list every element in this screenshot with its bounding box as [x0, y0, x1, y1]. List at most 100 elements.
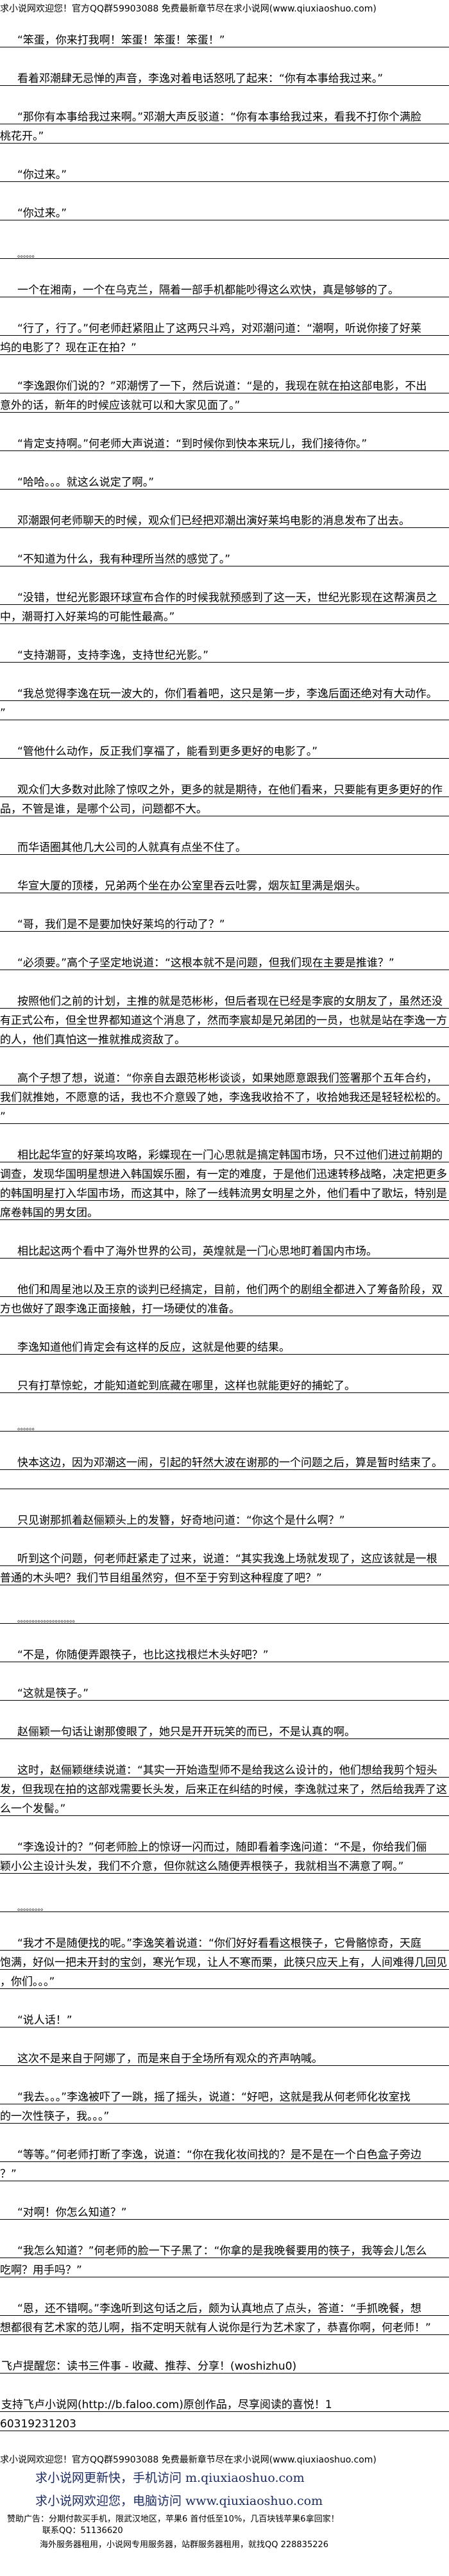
paragraph: “李逸跟你们说的？”邓潮愣了一下，然后说道：“是的，我现在就在拍这部电影，不出意…	[0, 374, 449, 413]
text-line: “行了，行了。”何老师赶紧阻止了这两只斗鸡，对邓潮问道：“潮啊，听说你接了好莱	[0, 317, 449, 336]
paragraph: 而华语圈其他几大公司的人就真有点坐不住了。	[0, 836, 449, 855]
chapter-content: “笨蛋，你来打我啊！笨蛋！笨蛋！笨蛋！” 看着邓潮肆无忌惮的声音，李逸对着电话怒吼…	[0, 28, 449, 2431]
paragraph: 快本这边，因为邓潮这一闹，引起的轩然大波在谢那的一个问题之后，算是暂时结束了。	[0, 1451, 449, 1489]
text-line: 调查，发现华国明星想进入韩国娱乐圈，有一定的难度，于是他们迅速转移战略，决定把更…	[0, 1162, 449, 1182]
text-line: 华宣大厦的顶楼，兄弟两个坐在办公室里吞云吐雾，烟灰缸里满是烟头。	[0, 874, 449, 893]
text-line: “对啊！你怎么知道？”	[0, 2200, 449, 2220]
text-line: 席卷韩国的男女团。	[0, 1201, 449, 1220]
text-line: 按照他们之前的计划，主推的就是范彬彬，但后者现在已经是李宸的女朋友了，虽然还没	[0, 989, 449, 1009]
text-line: 60319231203	[0, 2412, 449, 2431]
text-line: “管他什么动作，反正我们享福了，能看到更多更好的电影了。”	[0, 739, 449, 759]
text-line: ”	[0, 701, 449, 720]
paragraph: “这就是筷子。”	[0, 1681, 449, 1701]
text-line: “肯定支持啊。”何老师大声说道：“到时候你到快本来玩儿，我们接待你。”	[0, 432, 449, 451]
scene-break: 。。。。。。	[0, 1412, 449, 1432]
text-line: 。。。。。。	[0, 240, 449, 259]
text-line: 李逸知道他们肯定会有这样的反应，这就是他要的结果。	[0, 1335, 449, 1355]
paragraph: 他们和周星池以及王京的谈判已经搞定，目前，他们两个的剧组全都进入了筹备阶段，双方…	[0, 1278, 449, 1316]
paragraph: “说人话！”	[0, 2008, 449, 2027]
text-line: 么一个发髻。”	[0, 1797, 449, 1816]
pc-access-link[interactable]: 求小说网欢迎您，电脑访问 www.qiuxiaoshuo.com	[35, 2494, 323, 2508]
scene-break: 。。。。。。	[0, 240, 449, 259]
paragraph: “我去。。。”李逸被吓了一跳，摇了摇头，说道：“好吧，这就是我从何老师化妆室找的…	[0, 2085, 449, 2124]
text-line: “哥，我们是不是要加快好莱坞的行动了？”	[0, 912, 449, 932]
paragraph: 邓潮跟何老师聊天的时候，观众们已经把邓潮出演好莱坞电影的消息发布了出去。	[0, 509, 449, 528]
paragraph: 这时，赵俪颖继续说道：“其实一开始造型师不是给我这么设计的，他们想给我剪个短头发…	[0, 1758, 449, 1816]
text-line: “不知道为什么，我有种理所当然的感觉了。”	[0, 547, 449, 566]
paragraph: “那你有本事给我过来啊。”邓潮大声反驳道：“你有本事给我过来，看我不打你个满脸桃…	[0, 105, 449, 144]
paragraph: “我才不是随便找的呢。”李逸笑着说道：“你们好好看看这根筷子，它骨骼惊奇，天庭饱…	[0, 1931, 449, 1989]
paragraph: “等等。”何老师打断了李逸，说道：“你在我化妆间找的？是不是在一个白色盒子旁边？…	[0, 2143, 449, 2181]
text-line: “李逸设计的？”何老师脸上的惊讶一闪而过，随即看着李逸问道：“不是，你给我们俪	[0, 1835, 449, 1854]
text-line: “你过来。”	[0, 201, 449, 220]
paragraph: 一个在湘南，一个在乌克兰，隔着一部手机都能吵得这么欢快，真是够够的了。	[0, 278, 449, 297]
paragraph: 这次不是来自于阿娜了，而是来自于全场所有观众的齐声呐喊。	[0, 2047, 449, 2066]
text-line: “支持潮哥，支持李逸，支持世纪光影。”	[0, 643, 449, 663]
text-line: “恩，还不错啊。”李逸听到这句话之后，颇为认真地点了点头，答道：“手抓晚餐，想	[0, 2297, 449, 2316]
text-line: 普通的木头吧？我们节目组虽然穷，但不至于穷到这种程度了吧？”	[0, 1566, 449, 1585]
text-line: “我总觉得李逸在玩一波大的，你们看着吧，这只是第一步，李逸后面还绝对有大动作。	[0, 682, 449, 701]
site-header: 求小说网欢迎您！官方QQ群59903088 免费最新章节尽在求小说网(www.q…	[0, 0, 449, 14]
text-line: 。。。。。。。。。。。。。。。。。。。。	[0, 1605, 449, 1624]
paragraph: “你过来。”	[0, 163, 449, 182]
text-line: 想都很有艺术家的范儿啊，指不定明天就有人说你是行为艺术家了，恭喜你啊，何老师！”	[0, 2316, 449, 2335]
text-line: “不是，你随便弄跟筷子，也比这找根烂木头好吧？”	[0, 1643, 449, 1662]
text-line: 中，潮哥打入好莱坞的可能性最高。”	[0, 605, 449, 624]
text-line: “哈哈。。。就这么说定了啊。”	[0, 470, 449, 490]
text-line: 这次不是来自于阿娜了，而是来自于全场所有观众的齐声呐喊。	[0, 2047, 449, 2066]
text-line: ，你们。。。”	[0, 1970, 449, 1989]
text-line: 。。。。。。。。。	[0, 1893, 449, 1912]
paragraph: “恩，还不错啊。”李逸听到这句话之后，颇为认真地点了点头，答道：“手抓晚餐，想想…	[0, 2297, 449, 2335]
text-line: 相比起这两个看中了海外世界的公司，英煌就是一门心思地盯着国内市场。	[0, 1239, 449, 1259]
text-line: 方也做好了跟李逸正面接触，打一场硬仗的准备。	[0, 1297, 449, 1316]
text-line: “没错，世纪光影跟环球宣布合作的时候我就预感到了这一天，世纪光影现在这帮演员之	[0, 586, 449, 605]
text-line: 我们就推她，不愿意的话，我也不介意毁了她，李逸我收拾不了，收拾她我还是轻轻松松的…	[0, 1086, 449, 1105]
text-line: 有正式公布，但全世界都知道这个消息了，然而李宸却是兄弟团的一员，也就是站在李逸一…	[0, 1009, 449, 1028]
sponsor-ad: 赞助广告：分期付款买手机，限武汉地区，苹果6 首付低至10%，几百块钱苹果6拿回…	[7, 2514, 339, 2524]
text-line: 他们和周星池以及王京的谈判已经搞定，目前，他们两个的剧组全都进入了筹备阶段，双	[0, 1278, 449, 1297]
paragraph: 只有打草惊蛇，才能知道蛇到底藏在哪里，这样也就能更好的捕蛇了。	[0, 1374, 449, 1393]
text-line: 观众们大多数对此除了惊叹之外，更多的就是期待，在他们看来，只要能有更多更好的作	[0, 778, 449, 797]
footer-welcome-banner: 求小说网欢迎您！官方QQ群59903088 免费最新章节尽在求小说网(www.q…	[0, 2455, 377, 2465]
text-line: 相比起华宣的好莱坞攻略，彩蝶现在一门心思就是搞定韩国市场，只不过他们进过前期的	[0, 1143, 449, 1162]
promo-paragraph: 支持飞卢小说网(http://b.faloo.com)原创作品，尽享阅读的喜悦！…	[0, 2393, 449, 2431]
text-line: 邓潮跟何老师聊天的时候，观众们已经把邓潮出演好莱坞电影的消息发布了出去。	[0, 509, 449, 528]
text-line: 听到这个问题，何老师赶紧走了过来，说道：“其实我逸上场就发现了，这应该就是一根	[0, 1547, 449, 1566]
text-line: “等等。”何老师打断了李逸，说道：“你在我化妆间找的？是不是在一个白色盒子旁边	[0, 2143, 449, 2162]
paragraph: 相比起这两个看中了海外世界的公司，英煌就是一门心思地盯着国内市场。	[0, 1239, 449, 1259]
text-line: 品，不管是谁，是哪个公司，问题都不大。	[0, 797, 449, 816]
paragraph: 李逸知道他们肯定会有这样的反应，这就是他要的结果。	[0, 1335, 449, 1355]
paragraph: “李逸设计的？”何老师脸上的惊讶一闪而过，随即看着李逸问道：“不是，你给我们俪颖…	[0, 1835, 449, 1874]
text-line: “那你有本事给我过来啊。”邓潮大声反驳道：“你有本事给我过来，看我不打你个满脸	[0, 105, 449, 124]
paragraph: “没错，世纪光影跟环球宣布合作的时候我就预感到了这一天，世纪光影现在这帮演员之中…	[0, 586, 449, 624]
text-line: “笨蛋，你来打我啊！笨蛋！笨蛋！笨蛋！”	[0, 28, 449, 47]
text-line: “我才不是随便找的呢。”李逸笑着说道：“你们好好看看这根筷子，它骨骼惊奇，天庭	[0, 1931, 449, 1951]
server-ad: 海外服务器租用，小说网专用服务器，站群服务器租用，就找QQ 228835226	[40, 2540, 329, 2550]
paragraph: 高个子想了想，说道：“你亲自去跟范彬彬谈谈，如果她愿意跟我们签署那个五年合约，我…	[0, 1066, 449, 1124]
text-line: 坞的电影了？现在正在拍？”	[0, 336, 449, 355]
paragraph: 赵俪颖一句话让谢那傻眼了，她只是开开玩笑的而已，不是认真的啊。	[0, 1720, 449, 1739]
text-line: “我怎么知道？”何老师的脸一下子黑了：“你拿的是我晚餐要用的筷子，我等会儿怎么	[0, 2239, 449, 2258]
mobile-access-link[interactable]: 求小说网更新快，手机访问 m.qiuxiaoshuo.com	[35, 2471, 305, 2485]
text-line: 的一次性筷子，我。。。”	[0, 2104, 449, 2124]
text-line: “这就是筷子。”	[0, 1681, 449, 1701]
text-line: 一个在湘南，一个在乌克兰，隔着一部手机都能吵得这么欢快，真是够够的了。	[0, 278, 449, 297]
text-line	[0, 1470, 449, 1489]
text-line: 看着邓潮肆无忌惮的声音，李逸对着电话怒吼了起来：“你有本事给我过来。”	[0, 67, 449, 86]
text-line: 这时，赵俪颖继续说道：“其实一开始造型师不是给我这么设计的，他们想给我剪个短头	[0, 1758, 449, 1778]
text-line: “你过来。”	[0, 163, 449, 182]
paragraph: “对啊！你怎么知道？”	[0, 2200, 449, 2220]
text-line: 吃啊？用手吗？”	[0, 2258, 449, 2277]
paragraph: “不是，你随便弄跟筷子，也比这找根烂木头好吧？”	[0, 1643, 449, 1662]
text-line: “说人话！”	[0, 2008, 449, 2027]
text-line: 意外的话，新年的时候应该就可以和大家见面了。”	[0, 393, 449, 413]
paragraph: “笨蛋，你来打我啊！笨蛋！笨蛋！笨蛋！”	[0, 28, 449, 47]
text-line: 支持飞卢小说网(http://b.faloo.com)原创作品，尽享阅读的喜悦！…	[0, 2393, 449, 2412]
paragraph: “管他什么动作，反正我们享福了，能看到更多更好的电影了。”	[0, 739, 449, 759]
text-line: 。。。。。。	[0, 1412, 449, 1432]
promo-paragraph: 飞卢提醒您：读书三件事 - 收藏、推荐、分享！(woshizhu0)	[0, 2354, 449, 2374]
text-line: “李逸跟你们说的？”邓潮愣了一下，然后说道：“是的，我现在就在拍这部电影，不出	[0, 374, 449, 393]
text-line: ？”	[0, 2162, 449, 2181]
paragraph: “哈哈。。。就这么说定了啊。”	[0, 470, 449, 490]
text-line: 而华语圈其他几大公司的人就真有点坐不住了。	[0, 836, 449, 855]
